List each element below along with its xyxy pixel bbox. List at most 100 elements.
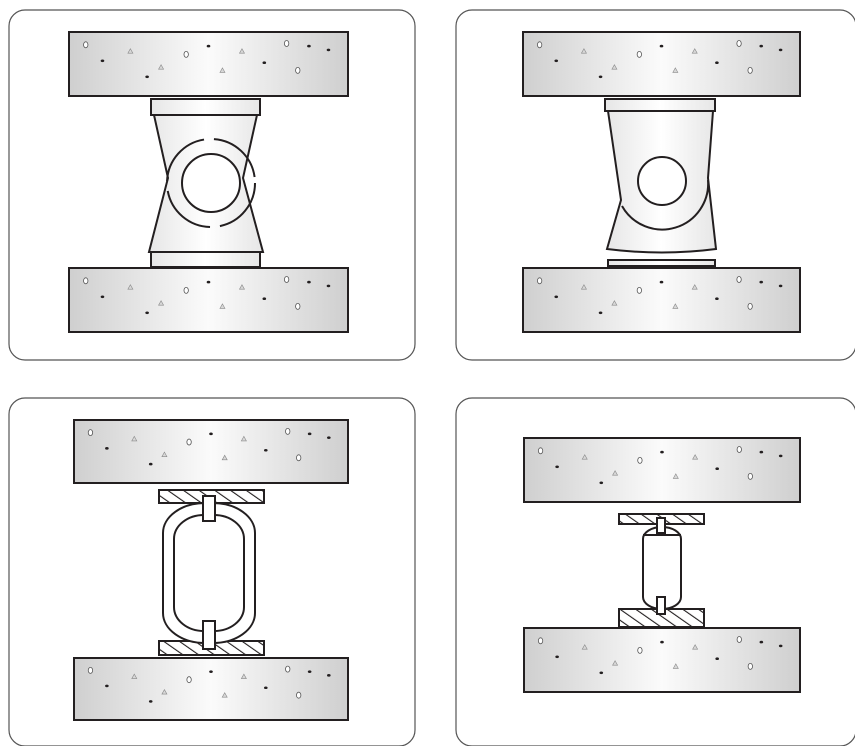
concrete-speckle	[219, 303, 226, 309]
concrete-speckle	[715, 297, 719, 301]
concrete-speckle	[262, 61, 267, 65]
concrete-speckle	[692, 454, 699, 460]
concrete-speckle	[672, 67, 679, 73]
concrete-speckle	[158, 300, 165, 306]
concrete-speckle	[148, 700, 153, 703]
link-inner	[173, 514, 245, 632]
panel-b	[455, 9, 855, 361]
concrete-speckle	[148, 462, 153, 466]
concrete-speckle	[100, 59, 105, 63]
concrete-speckle	[759, 44, 764, 48]
concrete-speckle	[295, 67, 301, 74]
upper-slab	[523, 437, 801, 503]
concrete-speckle	[554, 59, 559, 63]
concrete-speckle	[105, 684, 109, 688]
concrete-speckle	[747, 663, 753, 670]
concrete-speckle	[326, 48, 331, 52]
elastomeric-mount	[147, 98, 265, 268]
concrete-speckle	[759, 280, 764, 284]
concrete-speckle	[183, 286, 189, 294]
concrete-speckle	[555, 655, 559, 659]
concrete-speckle	[131, 435, 138, 442]
concrete-speckle	[692, 644, 699, 650]
panel-d	[455, 397, 855, 746]
concrete-speckle	[127, 48, 134, 54]
concrete-speckle	[660, 640, 664, 644]
concrete-speckle	[284, 276, 290, 283]
concrete-speckle	[747, 472, 753, 480]
top-pin	[656, 517, 666, 534]
concrete-speckle	[736, 446, 742, 453]
concrete-speckle	[307, 670, 312, 673]
upper-slab	[73, 419, 349, 484]
concrete-speckle	[145, 311, 149, 315]
concrete-speckle	[759, 640, 764, 644]
link-mount	[158, 489, 265, 656]
concrete-speckle	[307, 44, 311, 48]
concrete-speckle	[221, 454, 228, 461]
concrete-speckle	[87, 429, 94, 437]
concrete-speckle	[691, 284, 698, 290]
concrete-speckle	[778, 48, 783, 52]
concrete-speckle	[186, 676, 192, 684]
concrete-speckle	[611, 300, 618, 306]
concrete-speckle	[240, 435, 247, 442]
concrete-speckle	[327, 436, 331, 439]
concrete-speckle	[598, 75, 603, 79]
concrete-texture	[83, 40, 783, 703]
concrete-speckle	[660, 450, 664, 454]
link-mount-compressed	[618, 513, 705, 628]
concrete-speckle	[83, 277, 89, 285]
concrete-speckle	[87, 667, 94, 674]
concrete-speckle	[127, 284, 134, 290]
concrete-speckle	[778, 284, 783, 288]
bushing-inner	[637, 156, 687, 206]
concrete-speckle	[206, 280, 211, 284]
concrete-speckle	[581, 454, 588, 460]
bushing-outer	[166, 138, 256, 228]
lower-slab	[68, 267, 349, 333]
lower-slab	[73, 657, 349, 721]
concrete-speckle	[295, 302, 301, 310]
concrete-speckle	[83, 41, 89, 49]
concrete-speckle	[209, 670, 213, 673]
top-plate	[150, 98, 261, 116]
concrete-speckle	[296, 691, 302, 699]
concrete-speckle	[747, 67, 753, 74]
concrete-speckle	[778, 454, 783, 458]
concrete-speckle	[691, 48, 698, 54]
concrete-speckle	[736, 276, 742, 283]
concrete-speckle	[580, 284, 587, 290]
concrete-speckle	[186, 438, 192, 446]
concrete-speckle	[158, 64, 165, 70]
upper-slab	[68, 31, 349, 97]
concrete-speckle	[285, 427, 291, 435]
concrete-speckle	[131, 673, 138, 679]
bottom-pin	[202, 620, 216, 650]
concrete-speckle	[672, 473, 679, 479]
concrete-speckle	[736, 40, 742, 47]
concrete-speckle	[598, 311, 603, 315]
concrete-speckle	[238, 48, 245, 54]
panel-a	[8, 9, 416, 361]
lower-slab	[522, 267, 801, 333]
concrete-speckle	[296, 454, 302, 462]
concrete-speckle	[636, 51, 642, 58]
concrete-speckle	[307, 432, 312, 436]
top-pin	[202, 495, 216, 522]
concrete-speckle	[778, 644, 783, 648]
concrete-speckle	[715, 467, 719, 471]
concrete-speckle	[636, 286, 642, 294]
panel-c	[8, 397, 416, 746]
concrete-speckle	[264, 686, 268, 690]
concrete-speckle	[209, 432, 213, 436]
concrete-speckle	[537, 447, 544, 455]
concrete-speckle	[327, 674, 331, 677]
bottom-plate	[150, 251, 261, 268]
elastomeric-mount-deflected	[604, 98, 718, 267]
concrete-speckle	[612, 470, 619, 476]
bushing-outer	[621, 179, 710, 231]
concrete-speckle	[307, 280, 311, 284]
concrete-speckle	[240, 673, 247, 679]
